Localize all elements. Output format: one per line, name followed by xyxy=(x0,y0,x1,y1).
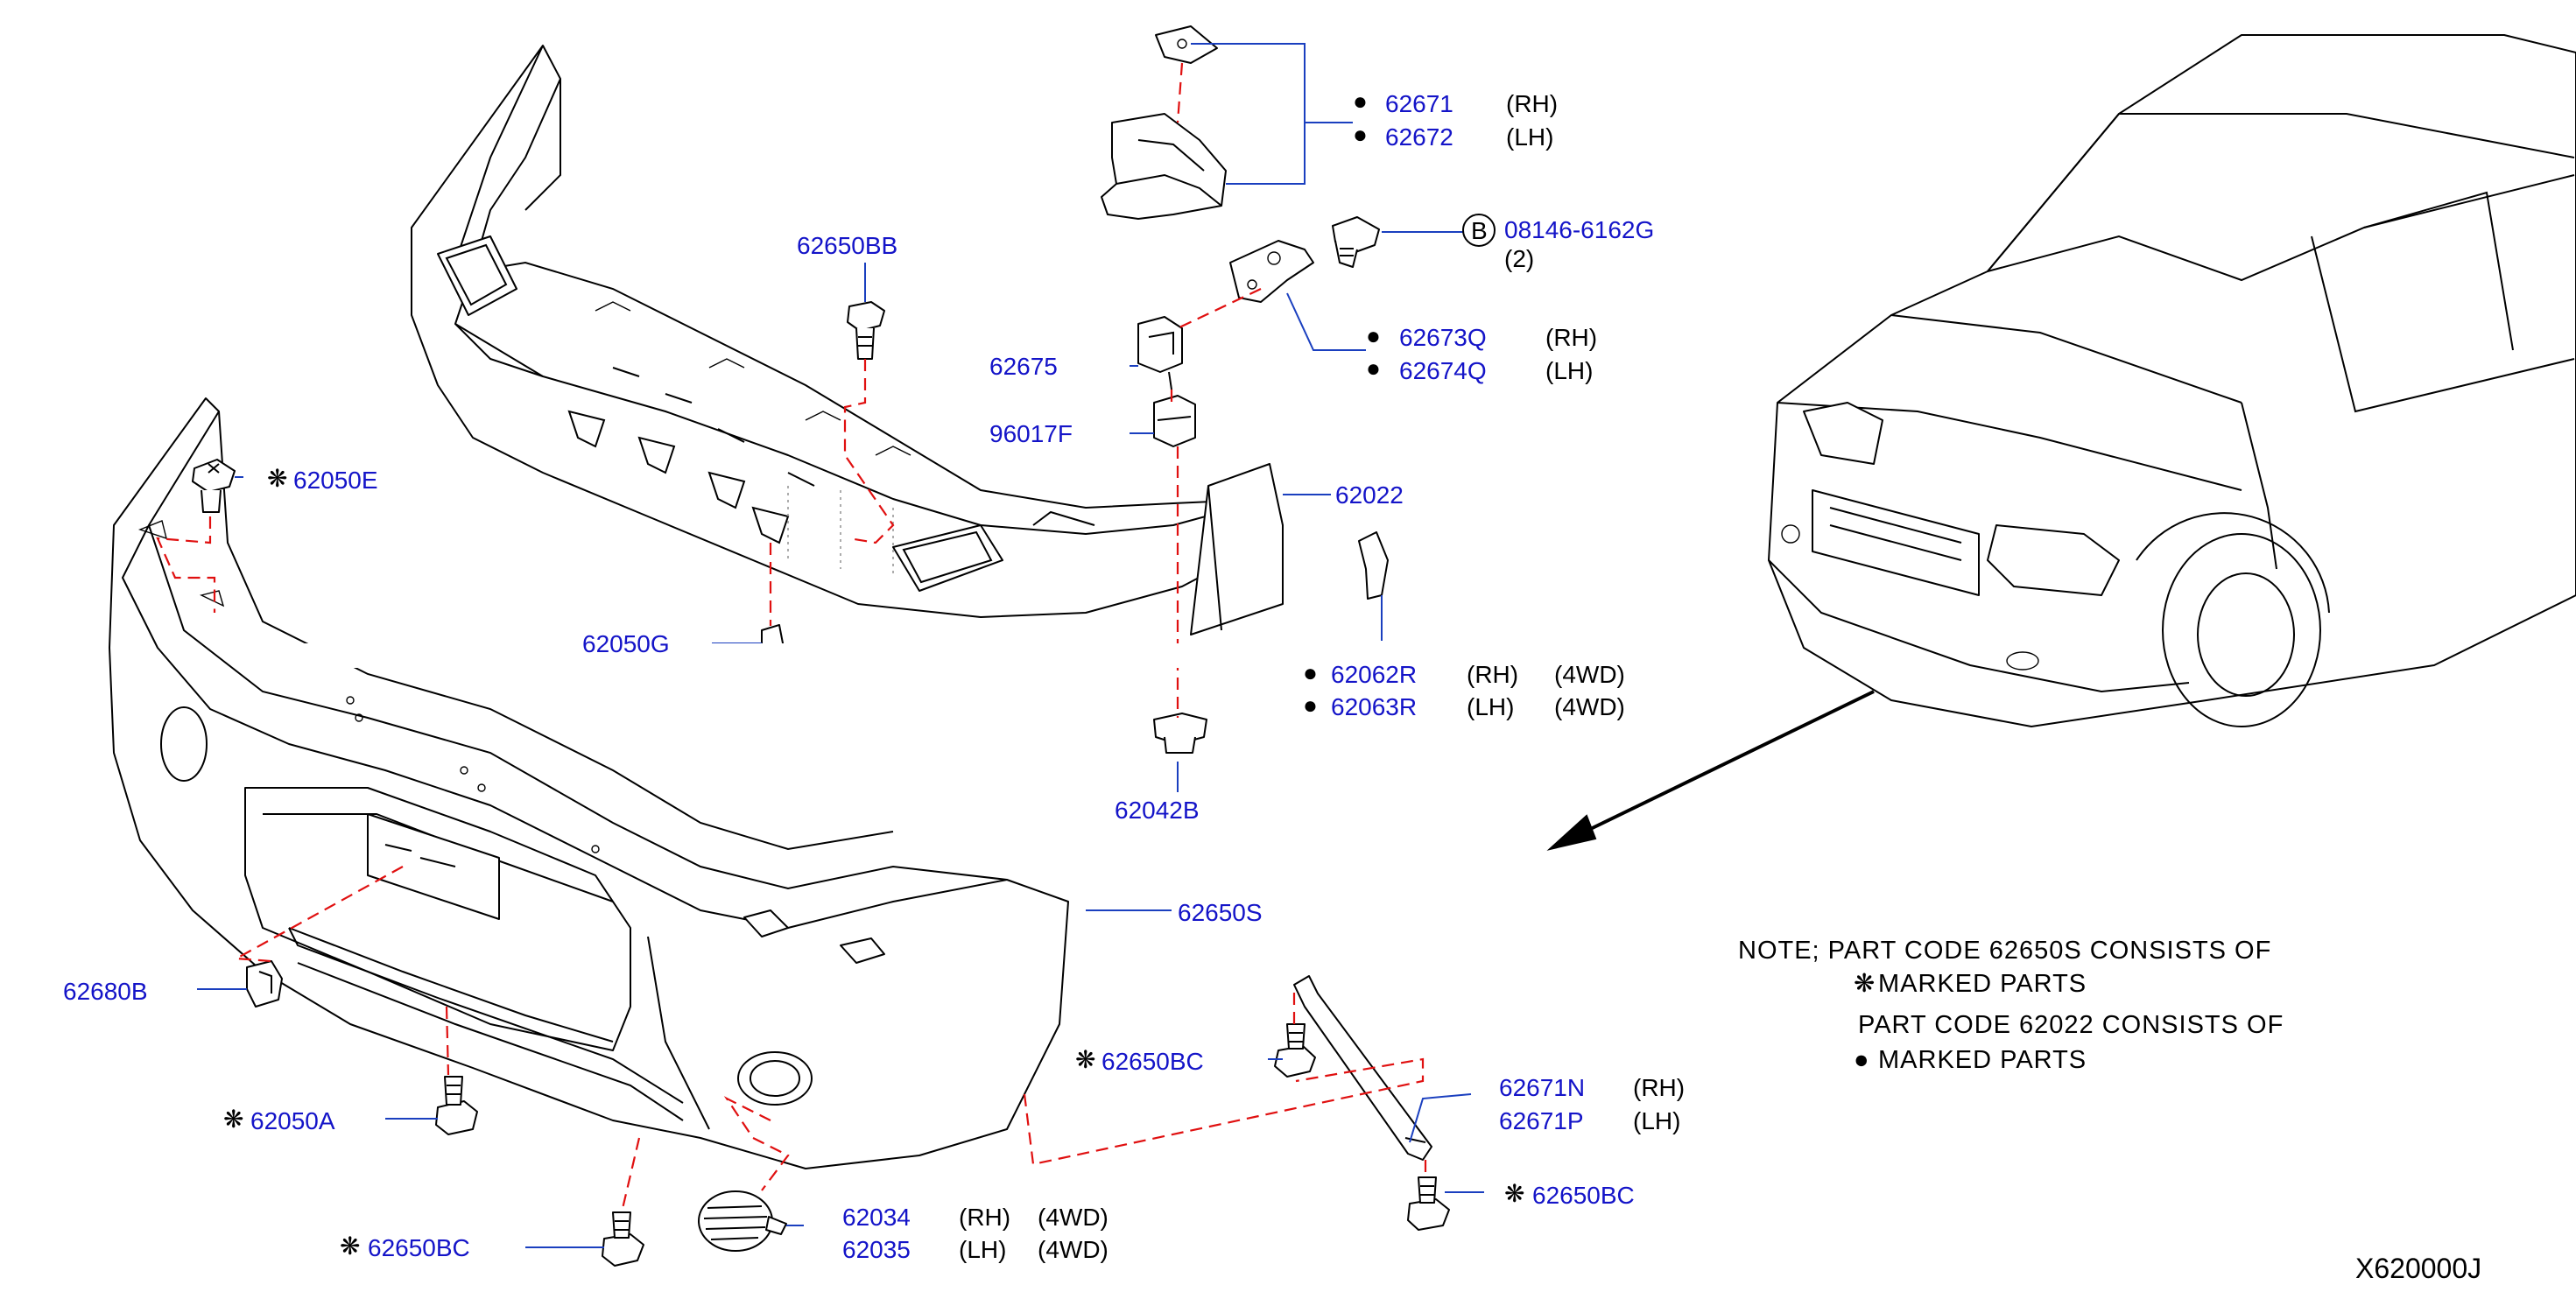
quantity: (2) xyxy=(1504,245,1534,272)
diagram-id: X620000J xyxy=(2355,1253,2481,1284)
drive-4wd: (4WD) xyxy=(1038,1236,1109,1263)
b-marker-icon xyxy=(1462,214,1496,247)
asterisk-symbol: ❋ xyxy=(223,1106,243,1133)
side-lh: (LH) xyxy=(1545,357,1593,384)
drive-4wd: (4WD) xyxy=(1038,1204,1109,1231)
part-number-62671: 62671 xyxy=(1385,90,1453,117)
side-lh: (LH) xyxy=(1633,1107,1680,1134)
part-number-62650BC: 62650BC xyxy=(1101,1048,1204,1075)
asterisk-symbol: ❋ xyxy=(1075,1046,1095,1073)
bolt-62650BC-mid xyxy=(1274,1023,1316,1078)
side-rh: (RH) xyxy=(1467,661,1518,688)
part-number-62035: 62035 xyxy=(842,1236,911,1263)
note-block: NOTE; PART CODE 62650S CONSISTS OF ❋ MAR… xyxy=(1738,937,2284,1074)
bolt-62650BC-left xyxy=(602,1211,644,1267)
asterisk-symbol: ❋ xyxy=(340,1232,360,1260)
asterisk-symbol: ❋ xyxy=(1854,970,1876,998)
part-number-62050A: 62050A xyxy=(250,1107,335,1134)
clip-62675 xyxy=(1137,316,1183,390)
drive-4wd: (4WD) xyxy=(1554,661,1625,688)
note-line-1: NOTE; PART CODE 62650S CONSISTS OF xyxy=(1738,937,2271,965)
part-number-62062R: 62062R xyxy=(1331,661,1417,688)
stay-62671N xyxy=(1293,975,1432,1161)
bullet-symbol: ● xyxy=(1303,659,1318,686)
part-number-62650BB: 62650BB xyxy=(797,232,897,259)
part-number-96017F: 96017F xyxy=(989,420,1073,447)
panel-62022 xyxy=(1190,463,1284,635)
bolt-62650BC-right xyxy=(1407,1176,1450,1231)
side-rh: (RH) xyxy=(1633,1074,1685,1101)
bumper-reinforcement xyxy=(411,45,1270,618)
note-line-4: MARKED PARTS xyxy=(1878,1046,2087,1074)
callout-62062R: ● 62062R (RH) (4WD) ● 62063R (LH) (4WD) xyxy=(1303,659,1625,720)
callout-62034: 62034 (RH) (4WD) 62035 (LH) (4WD) xyxy=(842,1204,1109,1263)
part-number-62650BC: 62650BC xyxy=(368,1234,470,1261)
part-number-62650BC: 62650BC xyxy=(1532,1182,1635,1209)
callout-62671: ● 62671 (RH) ● 62672 (LH) xyxy=(1353,88,1558,151)
side-rh: (RH) xyxy=(959,1204,1010,1231)
note-line-3: PART CODE 62022 CONSISTS OF xyxy=(1858,1011,2284,1039)
part-number-62050G: 62050G xyxy=(582,630,670,657)
callout-62050A: ❋ 62050A xyxy=(223,1106,335,1134)
bullet-symbol: ● xyxy=(1353,88,1368,115)
part-number-62050E: 62050E xyxy=(293,467,378,494)
callout-08146: B 08146-6162G (2) xyxy=(1462,214,1654,272)
cut-strip xyxy=(245,643,1664,668)
nut-96017F xyxy=(1153,395,1196,447)
callout-62650BC-right: ❋ 62650BC xyxy=(1504,1180,1635,1209)
clip-62050E xyxy=(192,459,236,513)
bolt-62050A xyxy=(435,1076,478,1135)
fog-cover-62034 xyxy=(698,1190,787,1252)
part-number-08146: 08146-6162G xyxy=(1504,216,1654,243)
side-lh: (LH) xyxy=(1506,123,1553,151)
side-rh: (RH) xyxy=(1545,324,1597,351)
direction-arrow xyxy=(1546,690,1875,851)
side-lh: (LH) xyxy=(1467,693,1514,720)
bumper-fascia xyxy=(109,397,1069,1169)
exploded-lines xyxy=(156,62,1427,1213)
bullet-symbol: ● xyxy=(1366,355,1381,382)
clip-62042B xyxy=(1153,713,1207,754)
part-number-62034: 62034 xyxy=(842,1204,911,1231)
part-number-62650S: 62650S xyxy=(1178,899,1263,926)
callout-62673Q: ● 62673Q (RH) ● 62674Q (LH) xyxy=(1366,322,1597,384)
side-rh: (RH) xyxy=(1506,90,1558,117)
bullet-symbol: ● xyxy=(1854,1046,1870,1074)
part-number-62671N: 62671N xyxy=(1499,1074,1585,1101)
part-number-62673Q: 62673Q xyxy=(1399,324,1487,351)
vehicle-overview xyxy=(1768,34,2576,727)
bracket-62673Q xyxy=(1229,240,1314,303)
leader-lines xyxy=(197,43,1484,1248)
asterisk-symbol: ❋ xyxy=(267,465,287,492)
drive-4wd: (4WD) xyxy=(1554,693,1625,720)
bracket-62671 xyxy=(1101,25,1227,220)
part-number-62671P: 62671P xyxy=(1499,1107,1584,1134)
side-lh: (LH) xyxy=(959,1236,1006,1263)
bolt-62650BB xyxy=(847,301,885,360)
callout-62050E: ❋ 62050E xyxy=(267,465,378,494)
part-number-62680B: 62680B xyxy=(63,978,148,1005)
part-number-62674Q: 62674Q xyxy=(1399,357,1487,384)
bullet-symbol: ● xyxy=(1353,121,1368,148)
callout-62650BC-mid: ❋ 62650BC xyxy=(1075,1046,1204,1075)
part-number-62672: 62672 xyxy=(1385,123,1453,151)
bullet-symbol: ● xyxy=(1303,692,1318,719)
part-number-62063R: 62063R xyxy=(1331,693,1417,720)
bullet-symbol: ● xyxy=(1366,322,1381,349)
callout-62671N: 62671N (RH) 62671P (LH) xyxy=(1499,1074,1685,1134)
b-marker-letter: B xyxy=(1471,217,1488,244)
part-number-62042B: 62042B xyxy=(1115,797,1200,824)
part-number-62022: 62022 xyxy=(1335,481,1404,509)
bolt-08146 xyxy=(1332,216,1380,268)
note-line-2: MARKED PARTS xyxy=(1878,970,2087,998)
asterisk-symbol: ❋ xyxy=(1504,1180,1524,1207)
callout-62650BC-left: ❋ 62650BC xyxy=(340,1232,470,1261)
part-number-62675: 62675 xyxy=(989,353,1058,380)
strip-62062R xyxy=(1358,531,1389,600)
